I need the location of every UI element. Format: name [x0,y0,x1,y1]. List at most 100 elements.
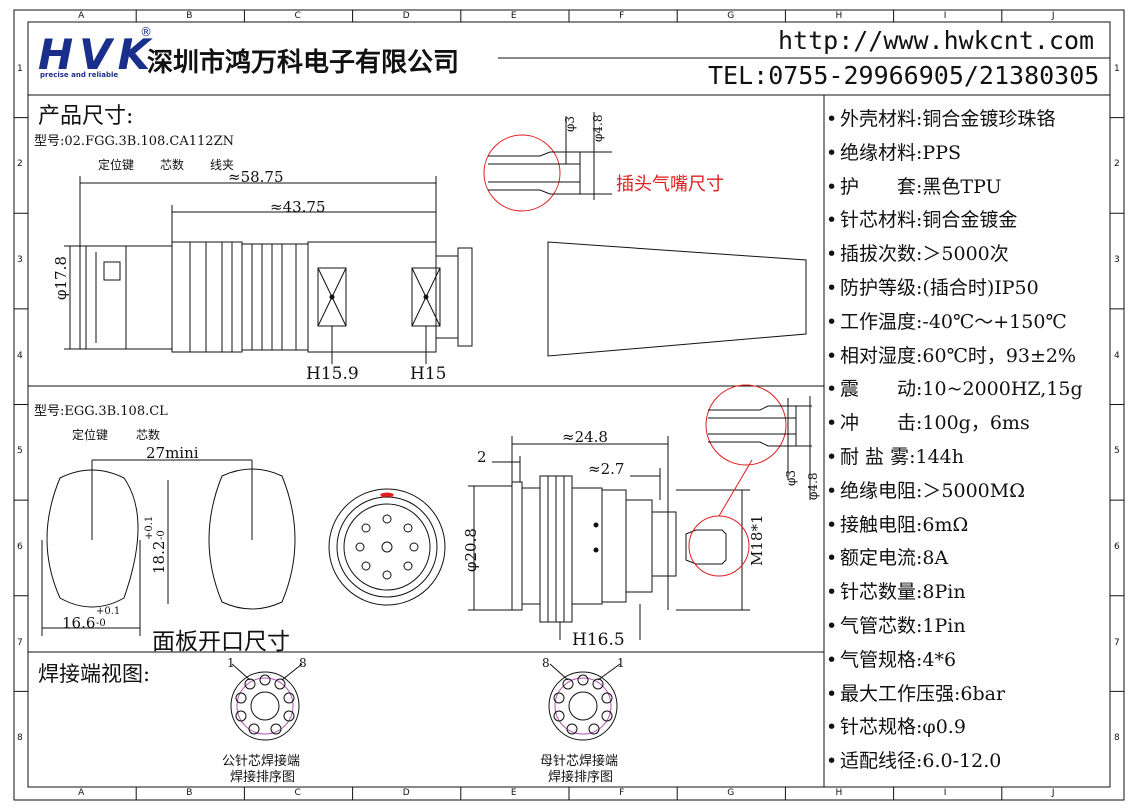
socket-front-face [328,488,446,606]
socket-nozzle-small-callout [688,515,750,577]
spec-row: •冲 击:100g，6ms [826,408,1030,435]
grid-column-label: G [727,11,735,21]
spec-value: -40℃～+150℃ [922,310,1067,333]
dim-hex-1: H15.9 [306,364,359,384]
bullet-icon: • [826,175,838,198]
telephone: TEL:0755-29966905/21380305 [708,61,1100,90]
grid-column-label: G [727,788,735,798]
spec-row: •额定电流:8A [826,543,948,570]
grid-column-label: I [943,788,947,798]
bullet-icon: • [826,648,838,671]
dim-panel-width-tol-plus: +0.1 [96,606,121,617]
spec-label: 绝缘电阻: [840,479,923,502]
solder-view-title: 焊接端视图: [38,662,151,686]
dim-hex-2: H15 [410,364,447,384]
spec-value: PPS [922,141,961,164]
socket-nozzle-callout [705,384,787,466]
spec-value: 8A [922,547,949,570]
bullet-icon: • [826,750,838,773]
dim-socket-hex: H16.5 [572,630,625,650]
socket-callout-key: 定位键 [72,428,109,442]
bullet-icon: • [826,243,838,266]
bullet-icon: • [826,479,838,502]
bullet-icon: • [826,446,838,468]
spec-label: 冲 击: [840,412,923,435]
spec-row: •护 套:黑色TPU [826,172,1002,199]
dim-panel-width-tol-minus: -0 [96,618,106,629]
grid-row-label: 7 [1114,637,1120,648]
grid-row-label: 3 [17,255,23,266]
grid-row-label: 7 [17,637,23,648]
male-caption-2: 焊接排序图 [230,770,296,785]
spec-value: 100g，6ms [922,412,1030,435]
plug-callout-cores: 芯数 [160,158,185,172]
spec-label: 适配线径: [840,750,923,773]
grid-column-label: E [510,11,517,21]
grid-column-label: I [943,11,947,21]
grid-row-label: 8 [17,733,23,744]
spec-row: •外壳材料:铜合金镀珍珠铬 [826,104,1055,131]
female-caption-2: 焊接排序图 [548,770,614,785]
bullet-icon: • [826,344,838,367]
socket-model-code: EGG.3B.108.CL [64,404,168,419]
spec-label: 护 套: [840,175,923,198]
spec-label: 插拔次数: [840,243,923,266]
grid-column-label: A [78,11,85,21]
grid-row-label: 6 [17,541,23,552]
spec-value: 铜合金镀金 [922,209,1018,232]
spec-row: •最大工作压强:6bar [826,679,1005,706]
plug-model-line: 型号:02.FGG.3B.108.CA112ZN [34,130,234,149]
grid-row-label: 2 [1114,159,1120,170]
dim-overall-length: ≈58.75 [228,168,284,186]
female-pin-last: 1 [617,656,625,670]
bullet-icon: • [826,682,838,705]
spec-value: 铜合金镀珍珠铬 [922,108,1056,130]
spec-row: •相对湿度:60℃时，93±2% [826,341,1076,368]
bullet-icon: • [826,581,838,604]
bullet-icon: • [826,547,838,570]
bullet-icon: • [826,716,838,739]
spec-row: •接触电阻:6mΩ [826,510,968,537]
spec-value: ＞5000MΩ [922,479,1025,502]
spec-label: 震 动: [840,378,923,401]
spec-label: 相对湿度: [840,344,923,367]
logo-tagline: precise and reliable [40,71,119,79]
spec-row: •震 动:10~2000HZ,15g [826,374,1083,401]
plug-model-prefix: 型号: [34,134,65,149]
grid-column-label: H [835,788,843,798]
grid-column-label: D [402,788,410,798]
spec-label: 接触电阻: [840,513,923,536]
spec-label: 针芯材料: [840,209,923,232]
spec-value: ＞5000次 [922,243,1009,266]
dim-panel-spacing: 27mini [146,444,199,462]
plug-model-code: 02.FGG.3B.108.CA112ZN [64,134,234,149]
bullet-icon: • [826,513,838,536]
spec-value: 60℃时，93±2% [922,344,1077,367]
panel-cutout-left [41,460,141,636]
grid-column-label: J [1051,788,1055,798]
grid-row-label: 3 [1114,255,1120,266]
spec-row: •防护等级:(插合时)IP50 [826,273,1039,300]
logo-text: HVK [38,30,157,79]
spec-row: •针芯规格:φ0.9 [826,712,966,739]
grid-column-label: E [510,788,517,798]
spec-row: •针芯材料:铜合金镀金 [826,205,1017,232]
grid-column-label: J [1051,11,1055,21]
grid-column-label: H [835,11,843,21]
grid-column-label: A [78,788,85,798]
spec-label: 耐 盐 雾: [840,446,916,468]
panel-cutout-right [92,459,296,610]
grid-row-label: 1 [17,63,23,74]
grid-column-label: B [186,788,193,798]
company-name: 深圳市鸿万科电子有限公司 [147,48,460,78]
grid-column-label: B [186,11,193,21]
bullet-icon: • [826,141,838,164]
grid-column-label: F [619,11,625,21]
grid-row-label: 4 [1114,350,1120,361]
spec-label: 工作温度: [840,310,923,333]
spec-label: 气管规格: [840,648,923,671]
registered-mark: ® [140,25,152,39]
female-pin-first: 8 [542,656,550,670]
